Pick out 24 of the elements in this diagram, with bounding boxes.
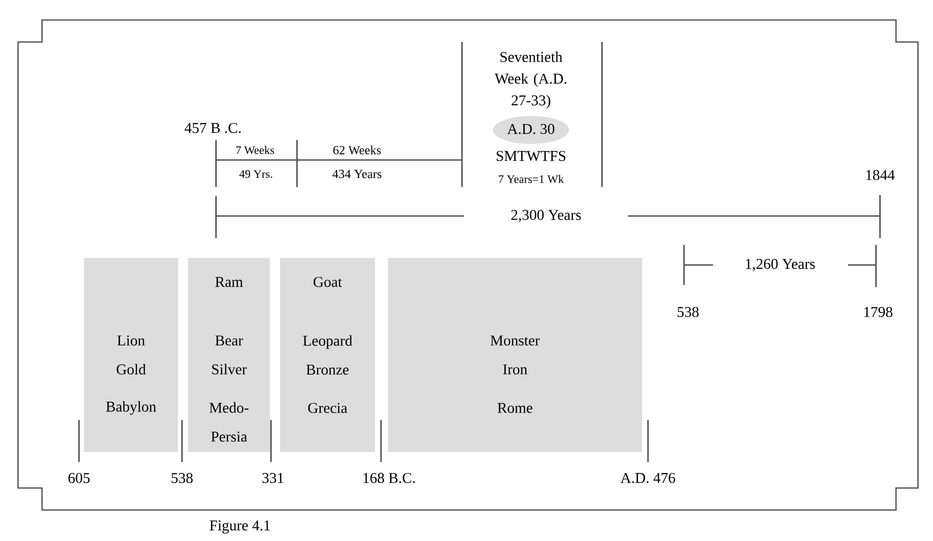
date-label: 538 — [678, 306, 699, 318]
duration-label: 434 Years — [332, 170, 382, 178]
date-label: 457 B .C. — [184, 122, 241, 134]
date-label: A.D. 476 — [620, 472, 676, 484]
date-label: 168 B.C. — [364, 472, 415, 484]
figure-caption: Figure 4.1 — [210, 520, 270, 534]
date-label: 331 — [262, 472, 284, 483]
date-label: A.D. 30 — [507, 124, 554, 134]
duration-label: 62 Weeks — [333, 146, 381, 154]
note-text: 7 Years=1 Wk — [498, 174, 564, 184]
duration-label: 1,260 Years — [746, 258, 815, 272]
duration-label: 7 Weeks — [236, 146, 274, 154]
weekday-letters: SMTWTFS — [496, 150, 566, 162]
duration-label: 49 Yrs. — [239, 170, 272, 178]
date-label: 1844 — [866, 170, 895, 180]
duration-label: 2,300 Years — [511, 210, 581, 222]
empire-box: Lion Gold Babylon — [84, 258, 178, 452]
period-label: Seventieth Week (A.D. 27-33) — [494, 52, 566, 108]
empire-box: Monster Iron Rome — [388, 258, 642, 452]
date-label: 1798 — [864, 306, 892, 318]
empire-box: Goat Leopard Bronze Grecia — [280, 258, 375, 452]
date-label: 605 — [68, 472, 90, 484]
date-label: 538 — [172, 472, 193, 484]
empire-box: Ram Bear Silver Medo-Persia — [188, 258, 270, 452]
